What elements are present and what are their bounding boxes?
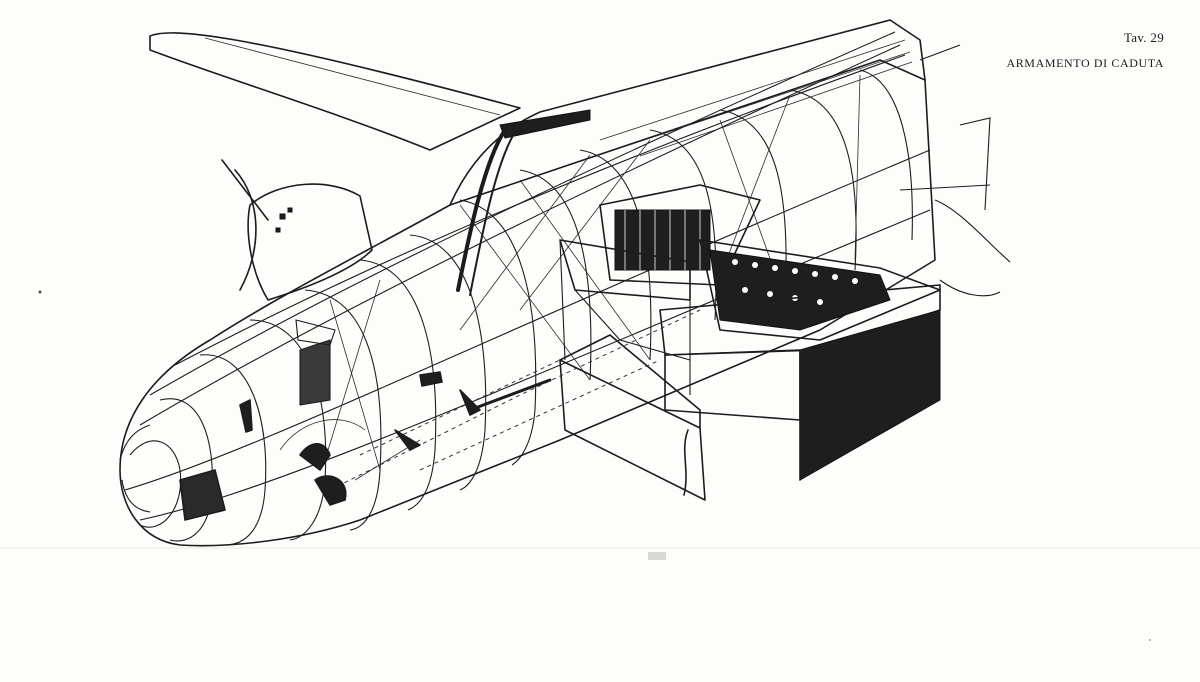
wing-spar-box-left [559,334,706,501]
cockpit-controls [179,319,552,521]
engine-nacelle [221,159,373,301]
upper-wing [149,32,521,151]
wing-root-panel [559,239,691,395]
scan-marks [38,290,1151,641]
release-linkage-dashed [329,309,701,491]
nose-frame [119,424,151,513]
bomb-rack-front [599,184,761,286]
plate-number: Tav. 29 [1123,30,1164,45]
bomb-rack-rear [699,239,941,341]
plate-label: Tav. 29 ARMAMENTO DI CADUTA [1006,30,1164,71]
bomb-release-cables [456,109,591,296]
wing-spar-box-right [659,284,941,481]
rear-structure-tubes [899,44,1011,297]
plate-title: ARMAMENTO DI CADUTA [1006,56,1164,70]
